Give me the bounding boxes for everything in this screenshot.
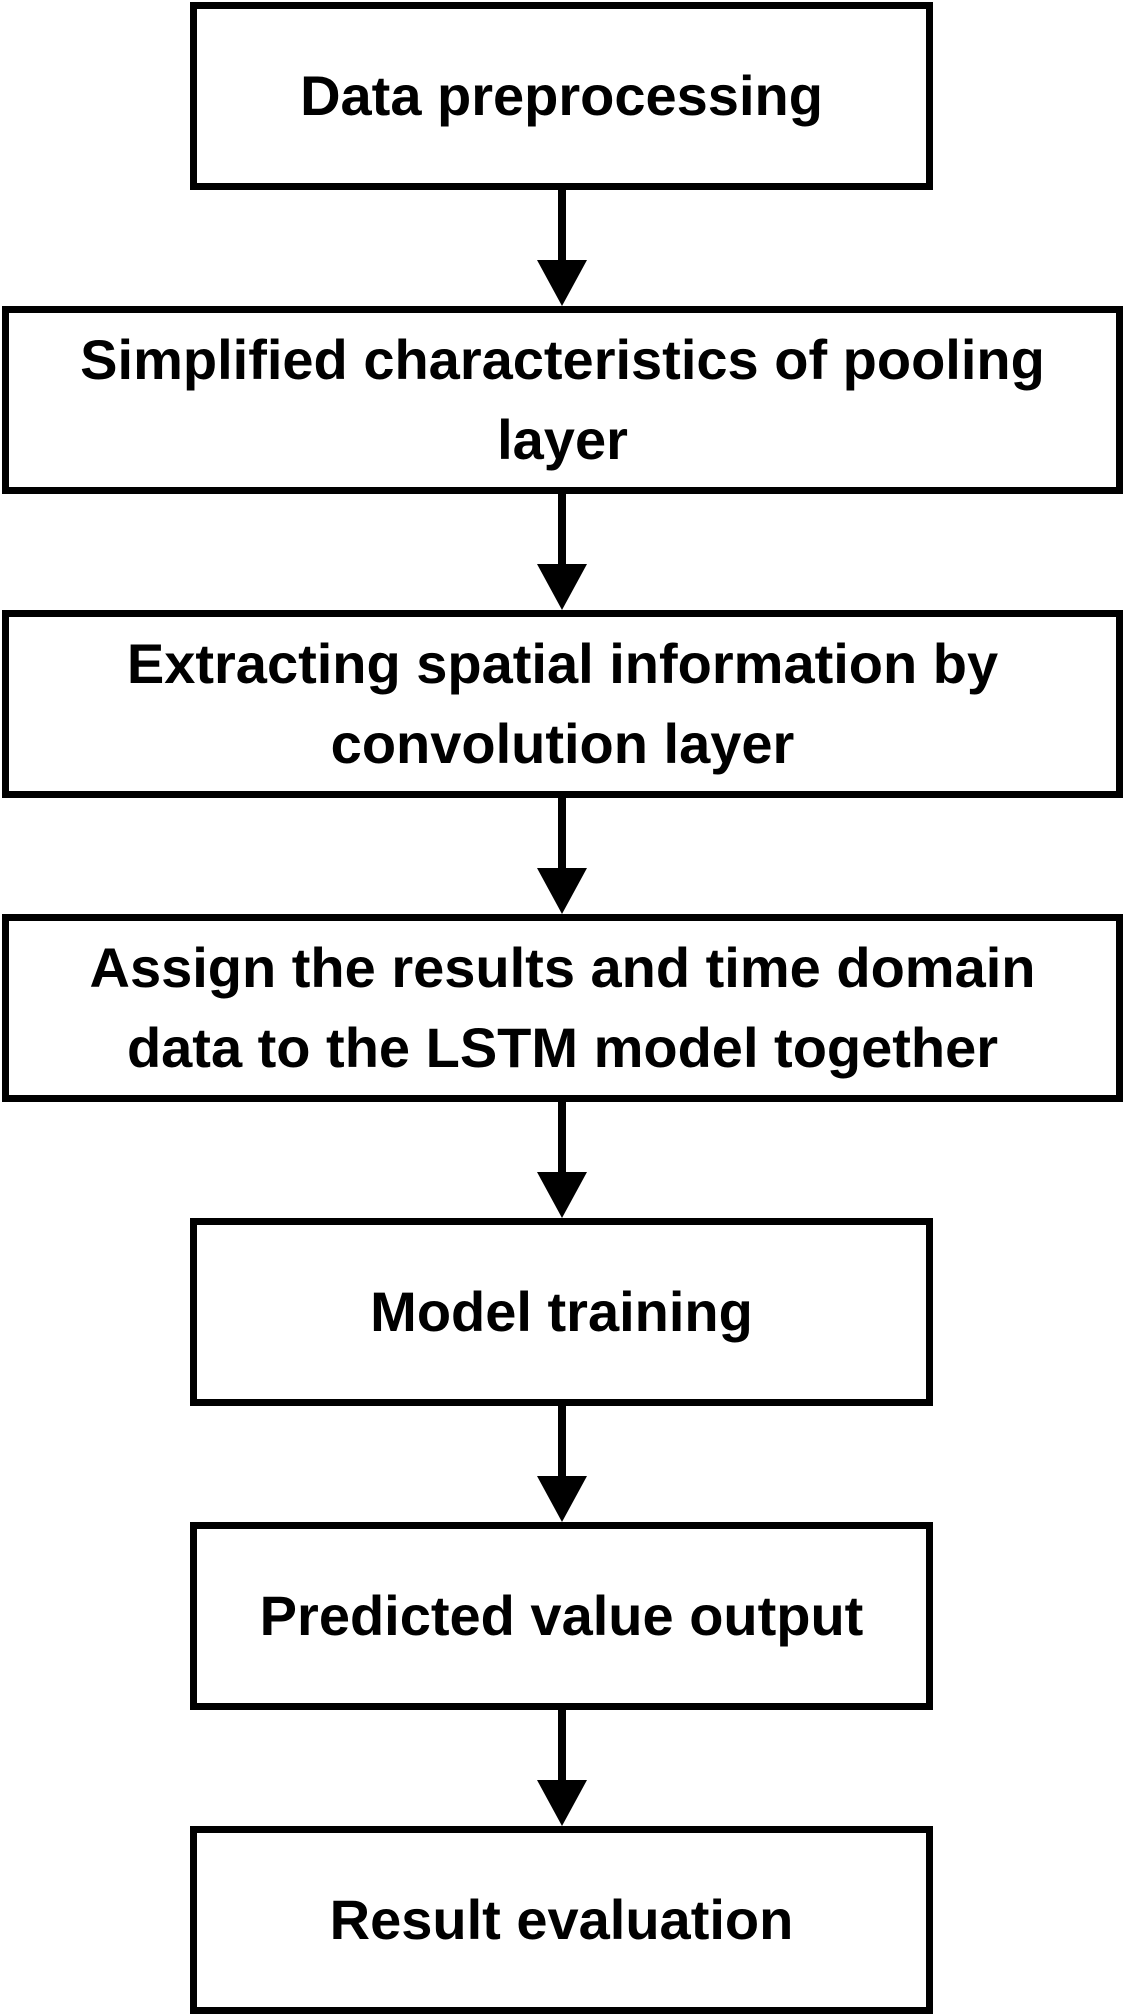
step-label: Result evaluation: [329, 1888, 794, 1951]
arrow-down-4: [532, 1102, 592, 1218]
step-label: Data preprocessing: [300, 64, 823, 127]
arrow-head-icon: [537, 1172, 587, 1218]
step-label: Simplified characteristics of pooling la…: [80, 328, 1045, 471]
arrow-down-1: [532, 190, 592, 306]
step-label: Extracting spatial information by convol…: [126, 632, 999, 775]
arrow-head-icon: [537, 564, 587, 610]
arrow-head-icon: [537, 868, 587, 914]
step-model-training: Model training: [190, 1218, 933, 1406]
step-data-preprocessing: Data preprocessing: [190, 2, 933, 190]
arrow-head-icon: [537, 1780, 587, 1826]
step-result-evaluation: Result evaluation: [190, 1826, 933, 2014]
step-label: Model training: [370, 1280, 753, 1343]
arrow-down-2: [532, 494, 592, 610]
arrow-head-icon: [537, 1476, 587, 1522]
arrow-down-3: [532, 798, 592, 914]
arrow-down-6: [532, 1710, 592, 1826]
step-label: Predicted value output: [259, 1584, 864, 1647]
step-lstm-model: Assign the results and time domain data …: [2, 914, 1123, 1102]
arrow-head-icon: [537, 260, 587, 306]
step-label: Assign the results and time domain data …: [89, 936, 1036, 1079]
arrow-down-5: [532, 1406, 592, 1522]
step-convolution-layer: Extracting spatial information by convol…: [2, 610, 1123, 798]
step-pooling-layer: Simplified characteristics of pooling la…: [2, 306, 1123, 494]
step-predicted-value-output: Predicted value output: [190, 1522, 933, 1710]
